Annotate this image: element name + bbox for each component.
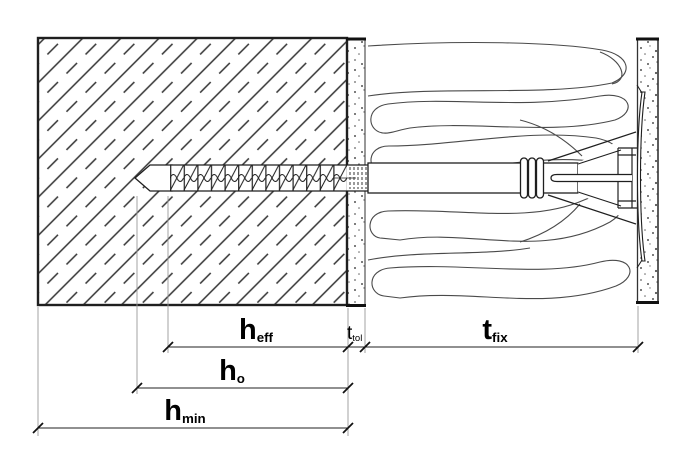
anchor-plate <box>636 84 646 269</box>
anchor-fastener <box>134 84 646 269</box>
anchor-thread-zone <box>170 164 347 192</box>
anchor-rings <box>519 157 545 199</box>
dim-label-t-tol: ttol <box>347 323 363 345</box>
dimension-lines <box>32 196 644 436</box>
anchor-pin <box>550 173 632 183</box>
anchor-sleeve <box>367 162 579 194</box>
anchor-knurl-zone <box>333 164 368 192</box>
dim-label-h-min: hmin <box>164 395 206 427</box>
dim-label-h-eff: heff <box>238 314 274 346</box>
dim-label-t-fix: tfix <box>482 314 508 346</box>
dim-label-h-o: ho <box>219 355 245 387</box>
